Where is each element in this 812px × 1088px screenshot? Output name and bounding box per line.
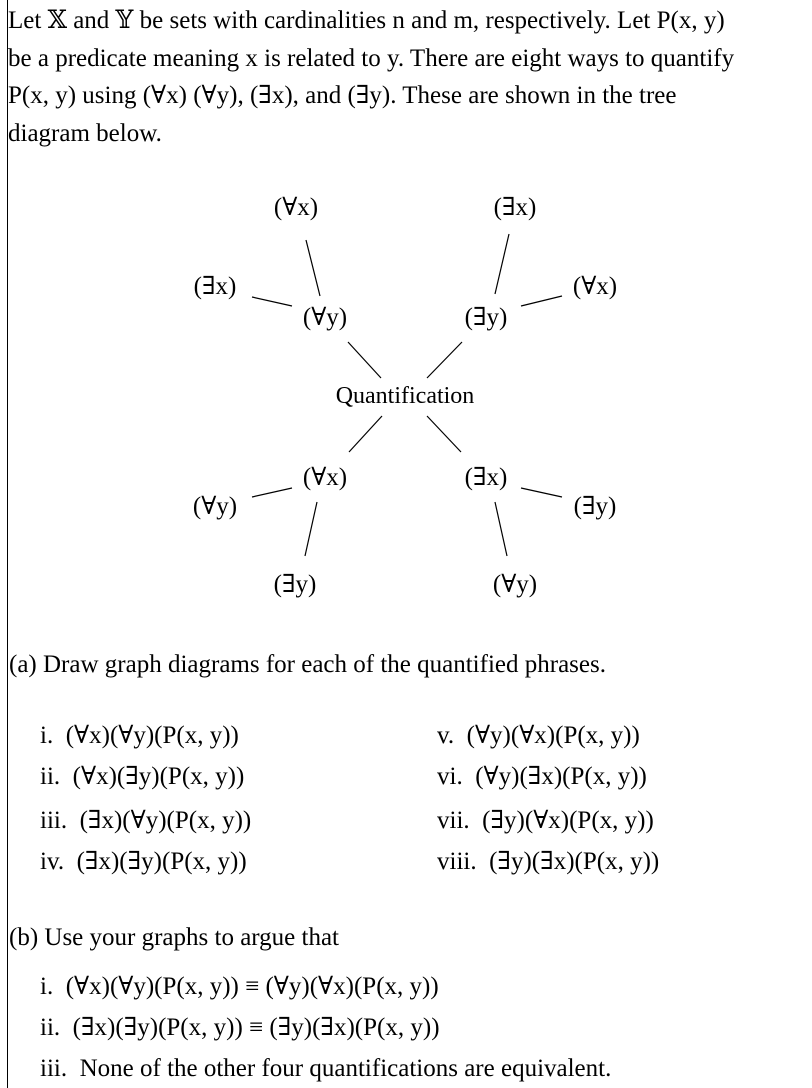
edge-ll-bottom (304, 501, 318, 557)
equivalence-statement: None of the other four quantifications a… (79, 1055, 612, 1082)
node-upper-left-inner: (∀y) (302, 304, 348, 331)
part-a-item-iii: iii. (∃x)(∀y)(P(x, y)) (40, 806, 251, 836)
part-a-item-vi: vi. (∀y)(∃x)(P(x, y)) (437, 762, 647, 792)
part-a-item-vii: vii. (∃y)(∀x)(P(x, y)) (437, 806, 654, 836)
node-lower-left-outer-bottom: (∃y) (273, 571, 317, 598)
intro-line-3: P(x, y) using (∀x) (∀y), (∃x), and (∃y).… (8, 82, 677, 109)
edge-ul-top (305, 239, 321, 297)
equivalence-statement: (∃x)(∃y)(P(x, y)) ≡ (∃y)(∃x)(P(x, y)) (72, 1014, 440, 1041)
edge-root-upper-left (347, 341, 382, 379)
intro-paragraph: Let 𝕏 and 𝕐 be sets with cardinalities n… (8, 2, 808, 152)
item-number: iii. (40, 807, 68, 834)
node-lower-right-outer-side: (∃y) (573, 493, 617, 520)
item-number: ii. (40, 1014, 61, 1041)
item-number: v. (437, 722, 455, 749)
item-number: i. (40, 722, 54, 749)
edge-ur-side (520, 295, 563, 307)
quantified-expression: (∃y)(∃x)(P(x, y)) (489, 848, 660, 875)
part-a-item-ii: ii. (∀x)(∃y)(P(x, y)) (40, 762, 244, 792)
quantified-expression: (∃y)(∀x)(P(x, y)) (482, 807, 654, 834)
part-b-item-i: i. (∀x)(∀y)(P(x, y)) ≡ (∀y)(∀x)(P(x, y)) (40, 972, 439, 1002)
edge-lr-bottom (494, 501, 508, 557)
node-upper-left-outer-top: (∀x) (273, 194, 319, 221)
node-upper-right-inner: (∃y) (464, 304, 508, 331)
node-lower-left-inner: (∀x) (302, 464, 348, 491)
node-lower-right-inner: (∃x) (464, 464, 508, 491)
part-a-item-v: v. (∀y)(∀x)(P(x, y)) (437, 721, 640, 751)
edge-root-lower-right (426, 415, 462, 453)
part-b-item-iii: iii. None of the other four quantificati… (40, 1054, 611, 1084)
edge-root-lower-left (348, 415, 383, 453)
item-number: ii. (40, 763, 61, 790)
item-number: vi. (437, 763, 463, 790)
part-b-prompt: (b) Use your graphs to argue that (9, 924, 340, 951)
node-upper-right-outer-side: (∀x) (572, 273, 618, 300)
quantified-expression: (∃x)(∃y)(P(x, y)) (76, 848, 247, 875)
item-number: iii. (40, 1055, 68, 1082)
item-number: vii. (437, 807, 470, 834)
quantified-expression: (∀x)(∀y)(P(x, y)) (65, 722, 239, 749)
quantified-expression: (∃x)(∀y)(P(x, y)) (79, 807, 252, 834)
intro-line-4: diagram below. (8, 119, 162, 147)
equivalence-statement: (∀x)(∀y)(P(x, y)) ≡ (∀y)(∀x)(P(x, y)) (65, 973, 439, 1000)
part-a-item-viii: viii. (∃y)(∃x)(P(x, y)) (437, 847, 659, 877)
node-lower-right-outer-bottom: (∀y) (492, 571, 538, 598)
item-number: i. (40, 973, 54, 1000)
quantified-expression: (∀y)(∃x)(P(x, y)) (475, 763, 647, 790)
edge-ll-side (251, 487, 293, 498)
edge-ur-top (494, 233, 510, 295)
node-lower-left-outer-side: (∀y) (192, 493, 238, 520)
node-upper-right-outer-top: (∃x) (493, 194, 537, 221)
node-upper-left-outer-side: (∃x) (193, 273, 237, 300)
part-a-item-iv: iv. (∃x)(∃y)(P(x, y)) (40, 847, 247, 877)
edge-lr-side (520, 487, 563, 498)
edge-ul-side (251, 296, 293, 307)
edge-root-upper-right (426, 341, 463, 379)
left-margin-rule (7, 0, 8, 1088)
part-a-prompt: (a) Draw graph diagrams for each of the … (9, 651, 606, 678)
quantified-expression: (∀x)(∃y)(P(x, y)) (72, 763, 245, 790)
part-b-item-ii: ii. (∃x)(∃y)(P(x, y)) ≡ (∃y)(∃x)(P(x, y)… (40, 1013, 440, 1043)
item-number: viii. (437, 848, 477, 875)
intro-line-2: be a predicate meaning x is related to y… (8, 44, 735, 72)
item-number: iv. (40, 848, 65, 875)
part-a-item-i: i. (∀x)(∀y)(P(x, y)) (40, 721, 239, 751)
intro-line-1: Let 𝕏 and 𝕐 be sets with cardinalities n… (8, 7, 725, 34)
quantified-expression: (∀y)(∀x)(P(x, y)) (466, 722, 640, 749)
tree-root-quantification: Quantification (335, 383, 475, 409)
